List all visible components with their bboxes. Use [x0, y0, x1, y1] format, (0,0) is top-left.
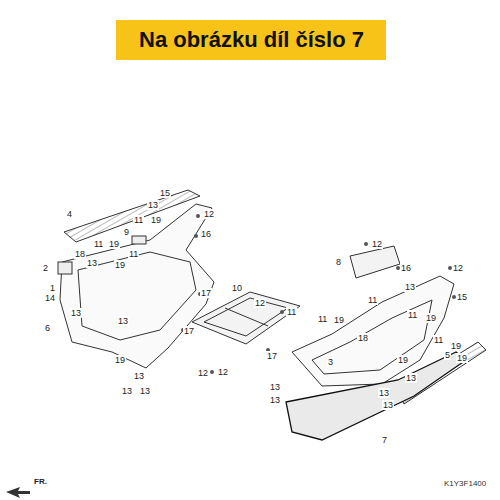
front-mark: FR.	[33, 477, 48, 487]
callout-number: 19	[456, 353, 468, 363]
callout-number: 16	[400, 263, 412, 273]
callout-number: 13	[405, 373, 417, 383]
callout-number: 8	[335, 257, 342, 267]
callout-number: 12	[217, 367, 229, 377]
front-arrow	[6, 487, 30, 498]
callout-number: 13	[133, 371, 145, 381]
callout-number: 13	[147, 200, 159, 210]
callout-number: 19	[150, 215, 162, 225]
callout-number: 18	[74, 249, 86, 259]
callout-number: 19	[108, 239, 120, 249]
side-cover-left	[60, 204, 214, 368]
callout-number: 19	[450, 341, 462, 351]
callout-number: 17	[183, 326, 195, 336]
callout-number: 13	[70, 308, 82, 318]
callout-number: 11	[133, 215, 144, 225]
callout-number: 11	[286, 307, 297, 317]
callout-number: 14	[44, 293, 56, 303]
callout-number: 13	[269, 395, 281, 405]
panel-right	[350, 246, 400, 278]
callout-number: 5	[444, 350, 451, 360]
title-text: Na obrázku díl číslo 7	[139, 27, 364, 53]
callout-number: 12	[254, 298, 266, 308]
callout-number: 1	[49, 283, 56, 293]
callout-number: 10	[231, 283, 243, 293]
callout-number: 13	[382, 400, 394, 410]
callout-number: 13	[269, 382, 281, 392]
callout-number: 7	[381, 435, 388, 445]
callout-number: 19	[114, 355, 126, 365]
callout-number: 2	[42, 263, 49, 273]
callout-number: 19	[397, 355, 409, 365]
callout-number: 13	[404, 282, 416, 292]
callout-number: 12	[371, 239, 383, 249]
callout-number: 11	[128, 249, 139, 259]
callout-number: 13	[378, 388, 390, 398]
callout-number: 11	[407, 310, 418, 320]
tray-rim	[204, 298, 288, 336]
cover-inner-edge	[312, 300, 432, 374]
callout-number: 3	[327, 357, 334, 367]
callout-number: 19	[114, 260, 126, 270]
callout-number: 19	[425, 313, 437, 323]
drawing-code: K1Y3F1400	[443, 479, 487, 489]
small-cover	[132, 236, 146, 244]
callout-number: 4	[66, 209, 73, 219]
callout-number: 6	[44, 323, 51, 333]
callout-number: 11	[317, 314, 328, 324]
callout-number: 13	[117, 316, 129, 326]
lower-rail-part-7	[286, 352, 466, 440]
callout-number: 11	[433, 335, 444, 345]
bracket	[58, 262, 72, 274]
cover-inner-edge	[78, 252, 196, 340]
callout-number: 12	[203, 209, 215, 219]
under-tray	[192, 292, 300, 344]
callout-number: 17	[266, 351, 278, 361]
callout-number: 15	[159, 188, 171, 198]
callout-number: 13	[121, 386, 133, 396]
callout-number: 18	[357, 333, 369, 343]
callout-number: 12	[452, 263, 464, 273]
callout-number: 17	[200, 288, 212, 298]
callout-number: 11	[367, 295, 378, 305]
callout-number: 13	[139, 386, 151, 396]
callout-number: 15	[456, 292, 468, 302]
callout-number: 13	[86, 258, 98, 268]
callout-number: 16	[200, 229, 212, 239]
callout-number: 19	[333, 315, 345, 325]
callout-number: 12	[197, 368, 209, 378]
callout-number: 9	[123, 227, 130, 237]
callout-number: 11	[93, 239, 104, 249]
